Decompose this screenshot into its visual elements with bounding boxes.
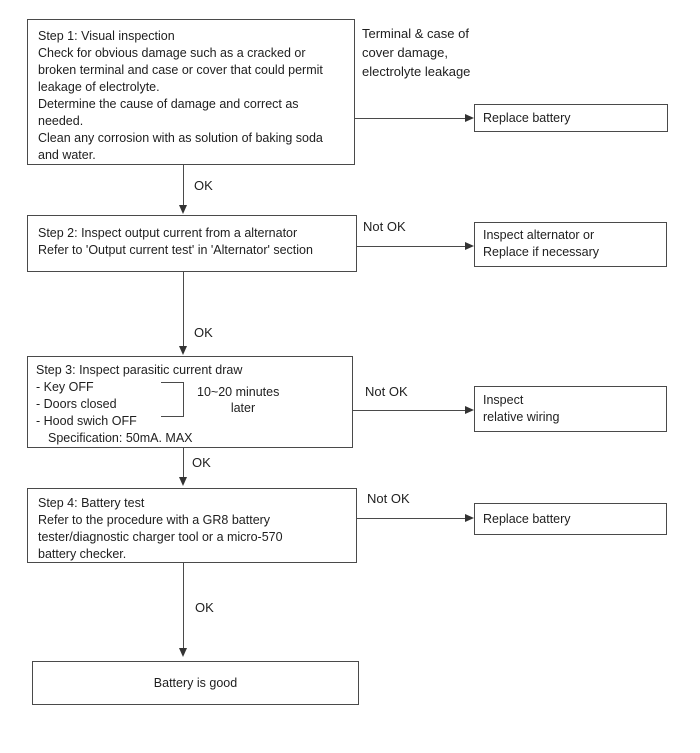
step1-line: and water. — [38, 148, 96, 162]
arrow-right-icon — [465, 406, 474, 414]
line-step3-step4 — [183, 448, 184, 478]
line-step2-alternator — [357, 246, 466, 247]
side-note: Terminal & case of cover damage, electro… — [362, 24, 470, 81]
line-step1-replace — [355, 118, 466, 119]
battery-good-box: Battery is good — [32, 661, 359, 705]
minutes-note-line: 10~20 minutes — [197, 385, 280, 399]
minutes-note-line: later — [230, 401, 256, 415]
replace-battery-box-1: Replace battery — [474, 104, 668, 132]
line-step4-replace — [357, 518, 466, 519]
step1-box: Step 1: Visual inspection Check for obvi… — [27, 19, 355, 165]
step1-line: Step 1: Visual inspection — [38, 29, 175, 43]
side-note-line: cover damage, — [362, 45, 448, 60]
step3-item: - Key OFF — [36, 380, 94, 394]
not-ok-label-3: Not OK — [367, 491, 410, 506]
side-note-line: electrolyte leakage — [362, 64, 471, 79]
line-step2-step3 — [183, 272, 184, 347]
step3-item: - Doors closed — [36, 397, 117, 411]
step3-item: - Hood swich OFF — [36, 414, 137, 428]
inspect-alternator-box: Inspect alternator or Replace if necessa… — [474, 222, 667, 267]
inspect-alternator-line: Inspect alternator or — [483, 228, 595, 242]
ok-label-1: OK — [194, 178, 213, 193]
step1-line: needed. — [38, 114, 84, 128]
step2-box: Step 2: Inspect output current from a al… — [27, 215, 357, 272]
step1-line: broken terminal and case or cover that c… — [38, 63, 323, 77]
replace-battery-label: Replace battery — [483, 110, 571, 125]
replace-battery-box-2: Replace battery — [474, 503, 667, 535]
ok-label-4: OK — [195, 600, 214, 615]
step1-line: Check for obvious damage such as a crack… — [38, 46, 306, 60]
step3-title: Step 3: Inspect parasitic current draw — [36, 363, 243, 377]
step4-box: Step 4: Battery test Refer to the proced… — [27, 488, 357, 563]
arrow-right-icon — [465, 514, 474, 522]
bracket-bottom-tick — [161, 416, 183, 417]
line-step3-wiring — [353, 410, 466, 411]
arrow-down-icon — [179, 205, 187, 214]
step1-line: leakage of electrolyte. — [38, 80, 160, 94]
arrow-right-icon — [465, 242, 474, 250]
step1-line: Clean any corrosion with as solution of … — [38, 131, 323, 145]
bracket-vertical — [183, 382, 184, 417]
line-step4-good — [183, 563, 184, 649]
replace-battery-label: Replace battery — [483, 511, 571, 526]
bracket-top-tick — [161, 382, 183, 383]
line-step1-step2 — [183, 165, 184, 206]
arrow-down-icon — [179, 648, 187, 657]
step3-box: Step 3: Inspect parasitic current draw -… — [27, 356, 353, 448]
arrow-down-icon — [179, 477, 187, 486]
step4-line: battery checker. — [38, 547, 127, 561]
ok-label-2: OK — [194, 325, 213, 340]
not-ok-label-1: Not OK — [363, 219, 406, 234]
inspect-wiring-line: relative wiring — [483, 410, 560, 424]
step4-line: Step 4: Battery test — [38, 496, 145, 510]
step4-line: Refer to the procedure with a GR8 batter… — [38, 513, 271, 527]
step3-spec: Specification: 50mA. MAX — [48, 431, 193, 445]
arrow-right-icon — [465, 114, 474, 122]
minutes-note: 10~20 minutes later — [197, 384, 289, 416]
inspect-alternator-line: Replace if necessary — [483, 245, 600, 259]
not-ok-label-2: Not OK — [365, 384, 408, 399]
inspect-wiring-box: Inspect relative wiring — [474, 386, 667, 432]
step1-line: Determine the cause of damage and correc… — [38, 97, 299, 111]
side-note-line: Terminal & case of — [362, 26, 469, 41]
battery-good-label: Battery is good — [153, 675, 238, 690]
step2-line: Refer to 'Output current test' in 'Alter… — [38, 243, 313, 257]
step4-line: tester/diagnostic charger tool or a micr… — [38, 530, 283, 544]
ok-label-3: OK — [192, 455, 211, 470]
inspect-wiring-line: Inspect — [483, 393, 524, 407]
arrow-down-icon — [179, 346, 187, 355]
step2-line: Step 2: Inspect output current from a al… — [38, 226, 298, 240]
